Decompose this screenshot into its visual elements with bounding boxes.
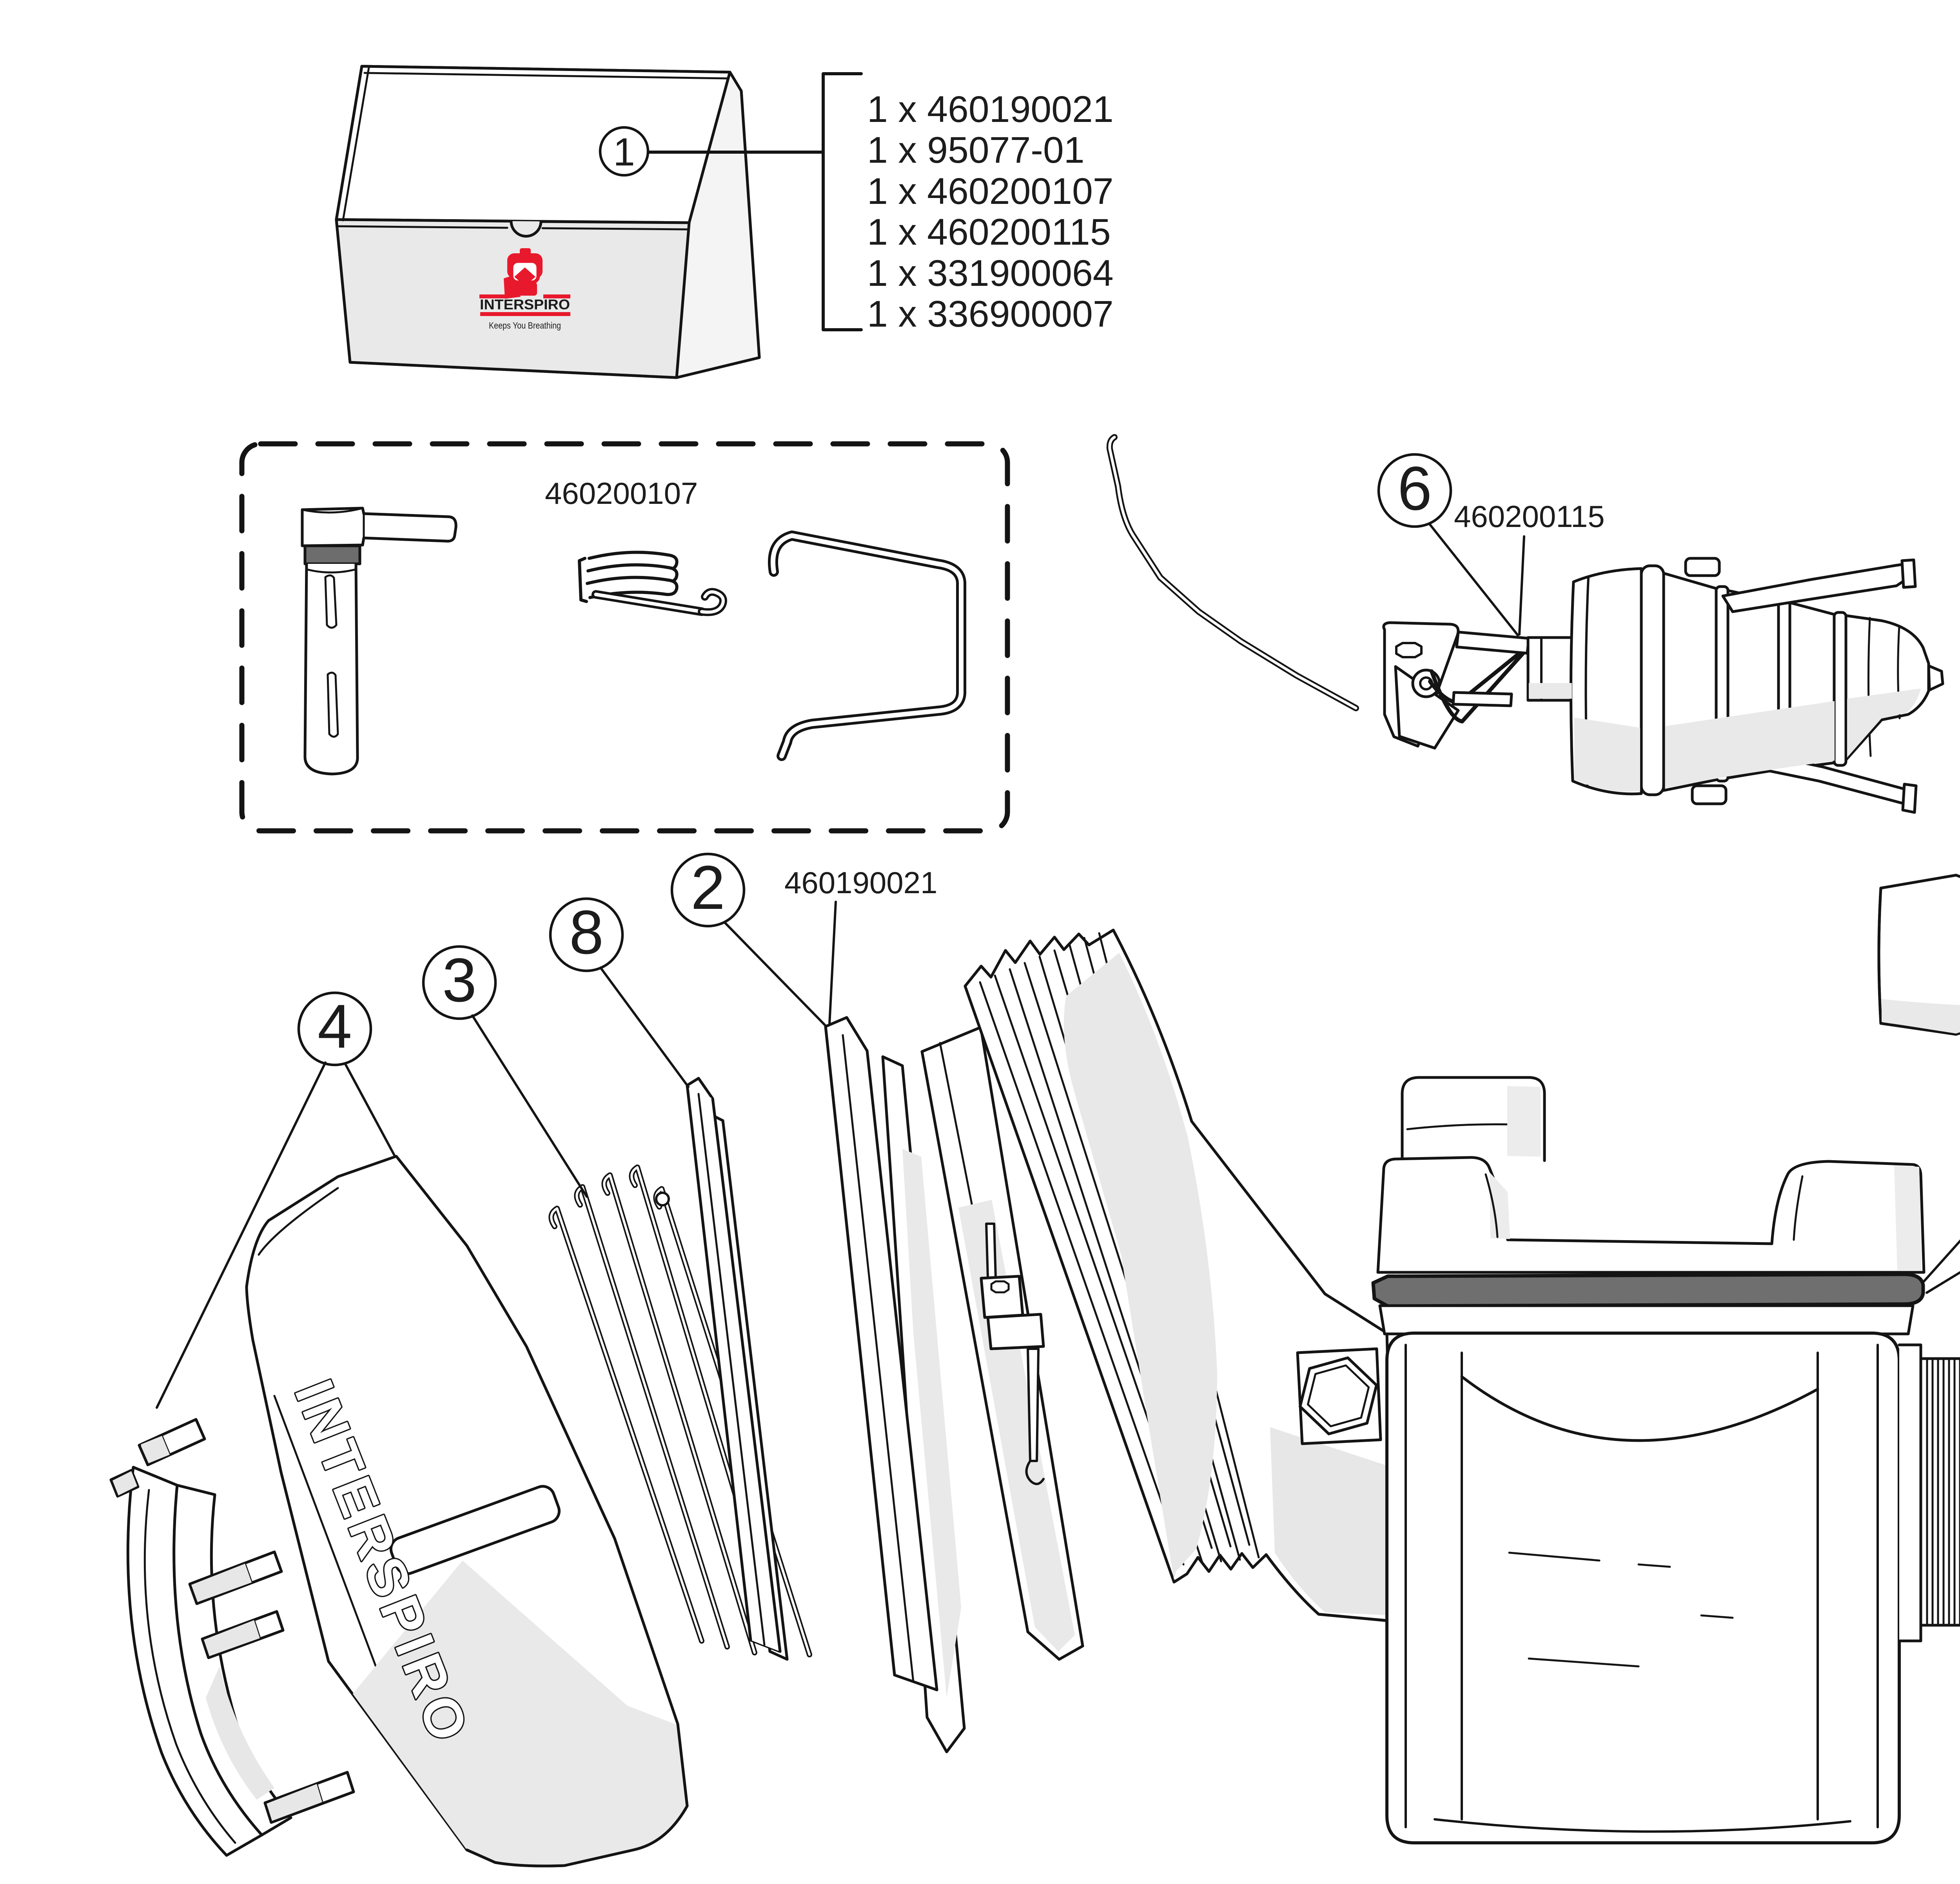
svg-text:1 x 336900007: 1 x 336900007	[867, 293, 1114, 335]
svg-text:Keeps You Breathing: Keeps You Breathing	[489, 320, 561, 331]
svg-text:2: 2	[691, 853, 725, 922]
svg-text:1: 1	[613, 130, 635, 174]
svg-text:1 x 460200107: 1 x 460200107	[867, 171, 1114, 212]
svg-text:1 x 460200115: 1 x 460200115	[867, 211, 1111, 253]
svg-text:1 x 460190021: 1 x 460190021	[867, 89, 1114, 130]
svg-text:1 x 331900064: 1 x 331900064	[867, 253, 1114, 294]
svg-text:4: 4	[318, 992, 352, 1061]
svg-text:1 x 95077-01: 1 x 95077-01	[867, 129, 1085, 171]
svg-text:3: 3	[442, 946, 477, 1015]
svg-text:8: 8	[569, 898, 604, 967]
svg-text:460200115: 460200115	[1454, 499, 1605, 534]
svg-text:6: 6	[1397, 454, 1432, 523]
svg-text:INTERSPIRO: INTERSPIRO	[480, 296, 570, 312]
svg-text:460200107: 460200107	[545, 476, 698, 511]
svg-text:460190021: 460190021	[784, 865, 937, 900]
